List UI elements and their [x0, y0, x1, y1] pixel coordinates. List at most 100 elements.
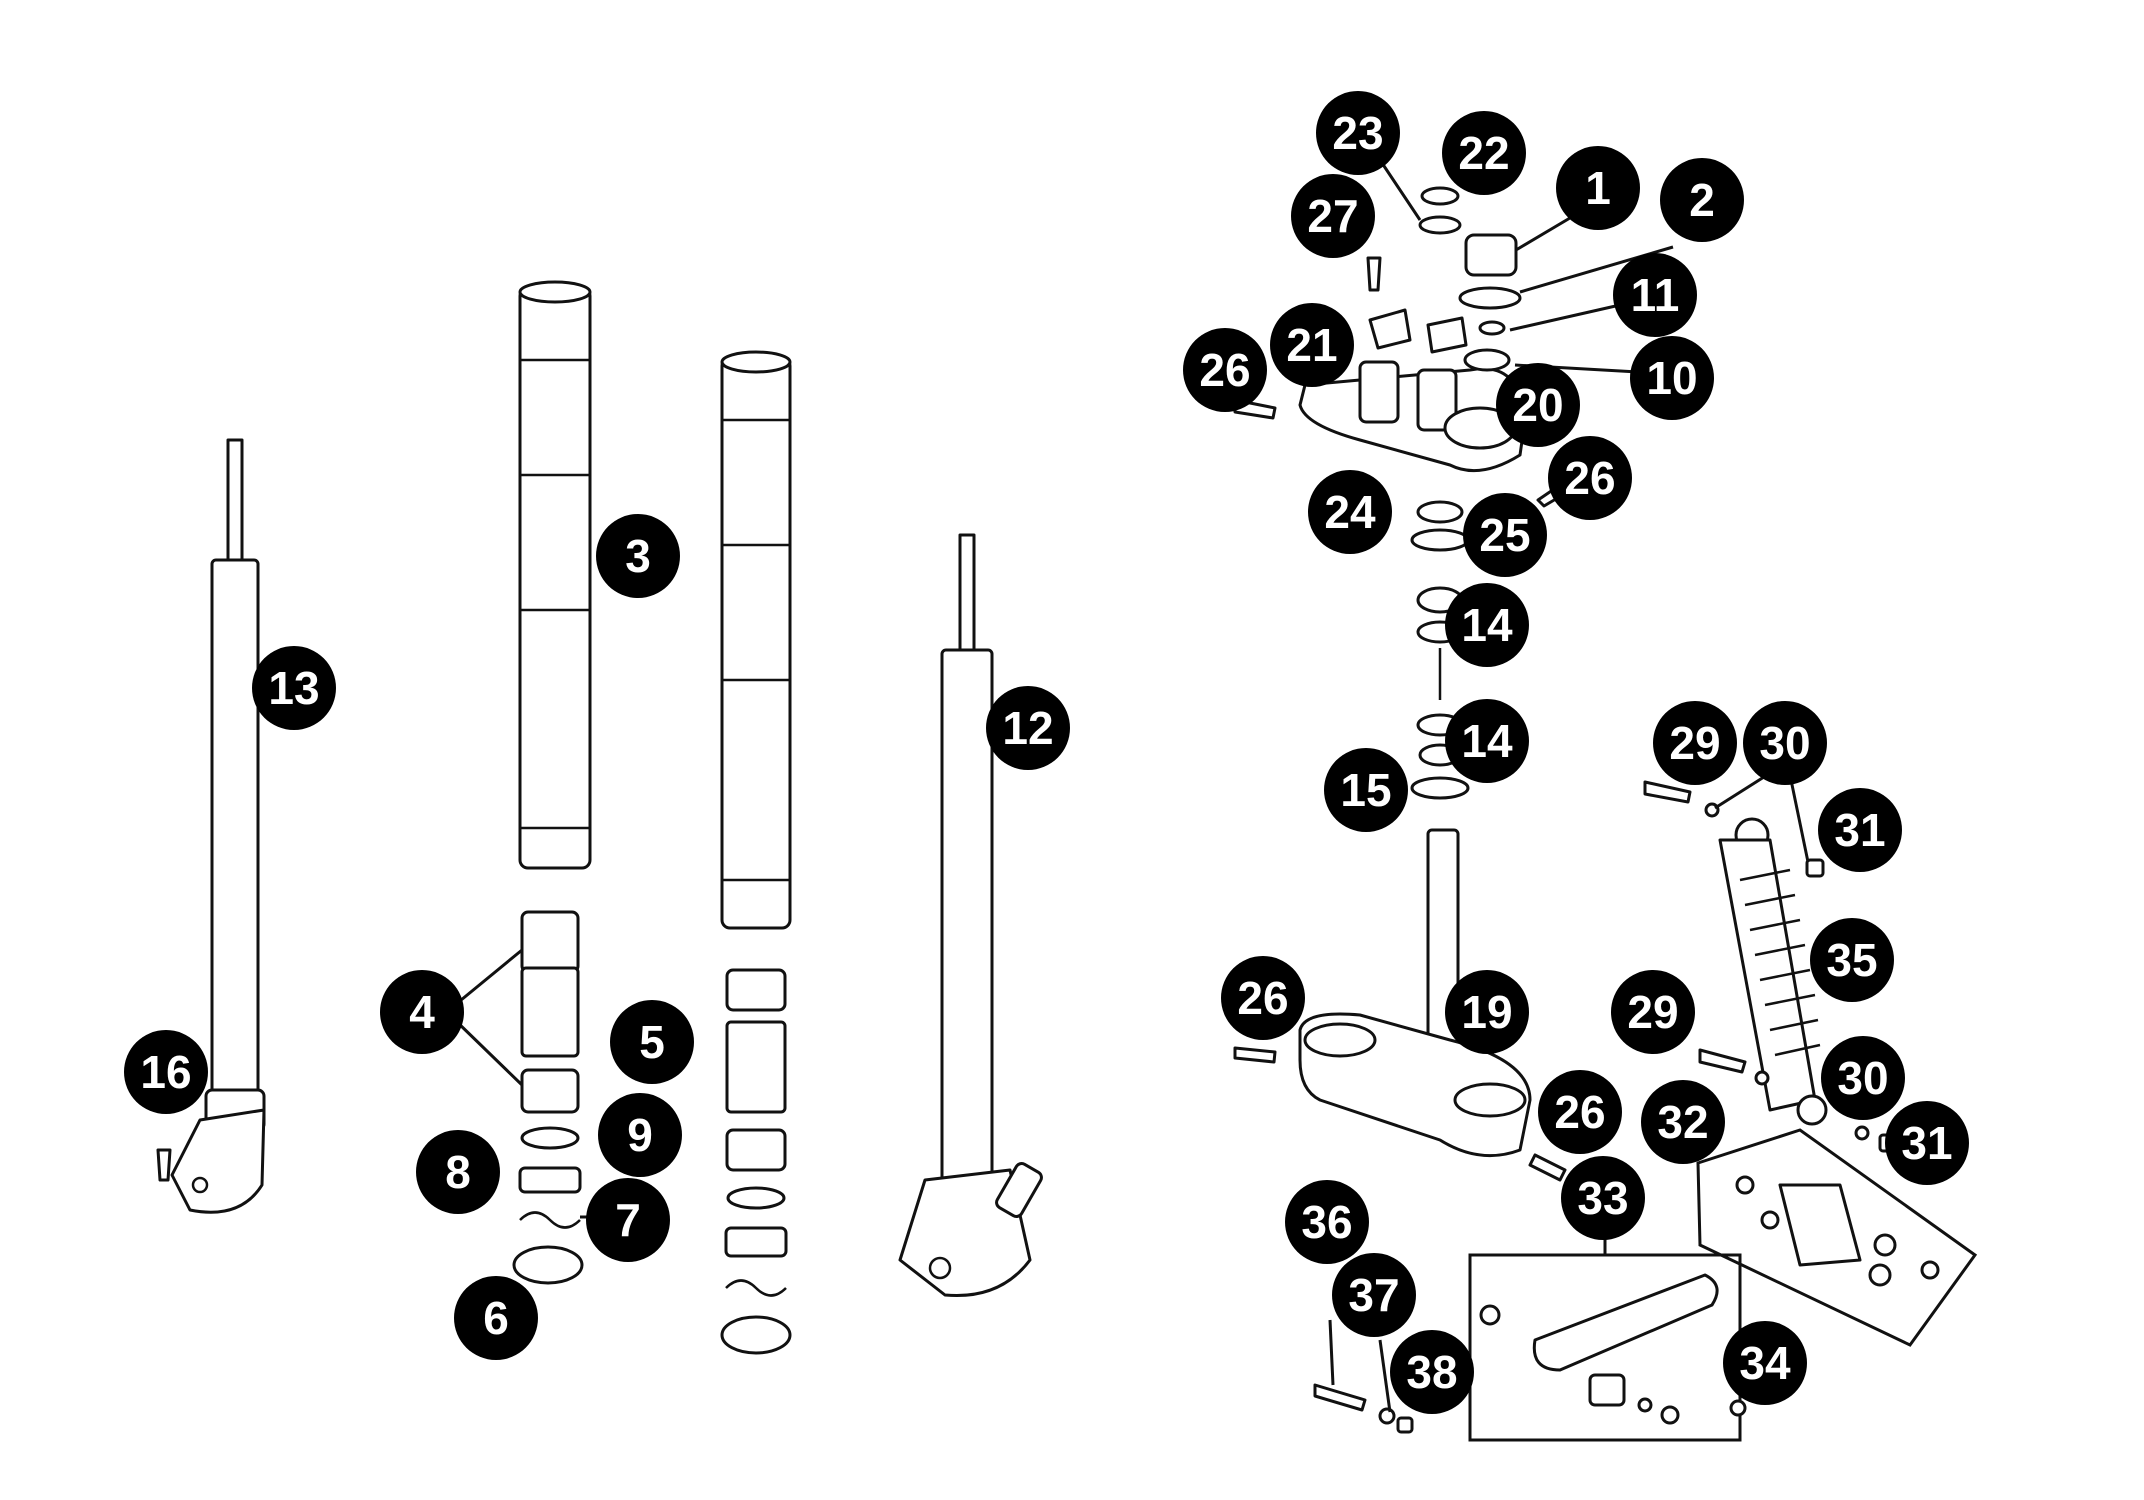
callout-24: 24	[1308, 470, 1392, 554]
callout-11: 11	[1613, 253, 1697, 337]
callout-5: 5	[610, 1000, 694, 1084]
callout-25: 25	[1463, 493, 1547, 577]
shock-absorber	[1718, 817, 1828, 1126]
svg-text:29: 29	[1627, 986, 1678, 1038]
svg-text:35: 35	[1826, 934, 1877, 986]
svg-text:5: 5	[639, 1016, 665, 1068]
linkage-32	[1696, 1128, 1978, 1347]
svg-text:10: 10	[1646, 352, 1697, 404]
svg-text:20: 20	[1512, 379, 1563, 431]
svg-text:25: 25	[1479, 509, 1530, 561]
svg-text:30: 30	[1837, 1052, 1888, 1104]
bolt-26-lower-right	[1528, 1153, 1567, 1182]
callout-1: 1	[1556, 146, 1640, 230]
svg-text:3: 3	[625, 530, 651, 582]
bolt-16	[156, 1148, 172, 1182]
svg-text:19: 19	[1461, 986, 1512, 1038]
svg-text:15: 15	[1340, 764, 1391, 816]
svg-text:9: 9	[627, 1109, 653, 1161]
callout-31b: 31	[1885, 1101, 1969, 1185]
svg-text:11: 11	[1631, 269, 1680, 321]
fork-tube-3	[518, 280, 592, 870]
svg-text:26: 26	[1554, 1086, 1605, 1138]
svg-text:31: 31	[1901, 1117, 1952, 1169]
callout-12: 12	[986, 686, 1070, 770]
svg-text:26: 26	[1564, 452, 1615, 504]
callout-32: 32	[1641, 1080, 1725, 1164]
svg-text:8: 8	[445, 1146, 471, 1198]
callout-15: 15	[1324, 748, 1408, 832]
svg-text:21: 21	[1286, 319, 1337, 371]
callout-35: 35	[1810, 918, 1894, 1002]
fork-leg-right	[898, 533, 1043, 1298]
svg-text:34: 34	[1739, 1337, 1791, 1389]
callout-19: 19	[1445, 970, 1529, 1054]
svg-text:12: 12	[1002, 702, 1053, 754]
svg-text:7: 7	[615, 1194, 641, 1246]
callout-31a: 31	[1818, 788, 1902, 872]
callout-9: 9	[598, 1093, 682, 1177]
callout-3: 3	[596, 514, 680, 598]
svg-text:14: 14	[1461, 715, 1513, 767]
upper-triple-clamp	[1298, 308, 1527, 473]
callout-30b: 30	[1821, 1036, 1905, 1120]
callout-26c: 26	[1221, 956, 1305, 1040]
callout-26b: 26	[1548, 436, 1632, 520]
fork-tube-right	[720, 350, 792, 930]
svg-text:26: 26	[1199, 344, 1250, 396]
callout-26a: 26	[1183, 328, 1267, 412]
svg-text:13: 13	[268, 662, 319, 714]
callout-13: 13	[252, 646, 336, 730]
callout-2: 2	[1660, 158, 1744, 242]
svg-text:22: 22	[1458, 127, 1509, 179]
svg-text:16: 16	[140, 1046, 191, 1098]
svg-text:38: 38	[1406, 1346, 1457, 1398]
callout-7: 7	[586, 1178, 670, 1262]
callout-33: 33	[1561, 1156, 1645, 1240]
callout-16: 16	[124, 1030, 208, 1114]
svg-text:14: 14	[1461, 599, 1513, 651]
callout-27: 27	[1291, 174, 1375, 258]
bushing-stack-right	[720, 968, 792, 1355]
callout-14a: 14	[1445, 583, 1529, 667]
callout-10: 10	[1630, 336, 1714, 420]
bolt-26-lower-left	[1233, 1046, 1277, 1064]
callout-21: 21	[1270, 303, 1354, 387]
svg-text:32: 32	[1657, 1096, 1708, 1148]
callout-23: 23	[1316, 91, 1400, 175]
bolt-36-37-38	[1313, 1383, 1414, 1434]
callout-38: 38	[1390, 1330, 1474, 1414]
callout-20: 20	[1496, 363, 1580, 447]
callouts: 1 2 3 4 5 6 7 8 9 10 11 12 13 14 14 15 1…	[124, 91, 1969, 1414]
svg-text:26: 26	[1237, 972, 1288, 1024]
callout-29a: 29	[1653, 701, 1737, 785]
fork-leg-left	[170, 438, 266, 1214]
svg-text:1: 1	[1585, 162, 1611, 214]
svg-text:2: 2	[1689, 174, 1715, 226]
svg-text:4: 4	[409, 986, 435, 1038]
bushing-stack-left	[512, 910, 584, 1285]
svg-text:23: 23	[1332, 107, 1383, 159]
svg-text:6: 6	[483, 1292, 509, 1344]
callout-29b: 29	[1611, 970, 1695, 1054]
svg-text:36: 36	[1301, 1196, 1352, 1248]
callout-22: 22	[1442, 111, 1526, 195]
svg-text:37: 37	[1348, 1269, 1399, 1321]
callout-36: 36	[1285, 1180, 1369, 1264]
svg-text:29: 29	[1669, 717, 1720, 769]
callout-37: 37	[1332, 1253, 1416, 1337]
steering-bearings	[1410, 500, 1470, 800]
svg-text:27: 27	[1307, 190, 1358, 242]
callout-14b: 14	[1445, 699, 1529, 783]
svg-text:33: 33	[1577, 1172, 1628, 1224]
top-nut-assembly	[1366, 186, 1522, 310]
part-34	[1729, 1399, 1747, 1417]
callout-6: 6	[454, 1276, 538, 1360]
svg-text:31: 31	[1834, 804, 1885, 856]
callout-8: 8	[416, 1130, 500, 1214]
callout-4: 4	[380, 970, 464, 1054]
callout-30a: 30	[1743, 701, 1827, 785]
svg-text:30: 30	[1759, 717, 1810, 769]
callout-34: 34	[1723, 1321, 1807, 1405]
